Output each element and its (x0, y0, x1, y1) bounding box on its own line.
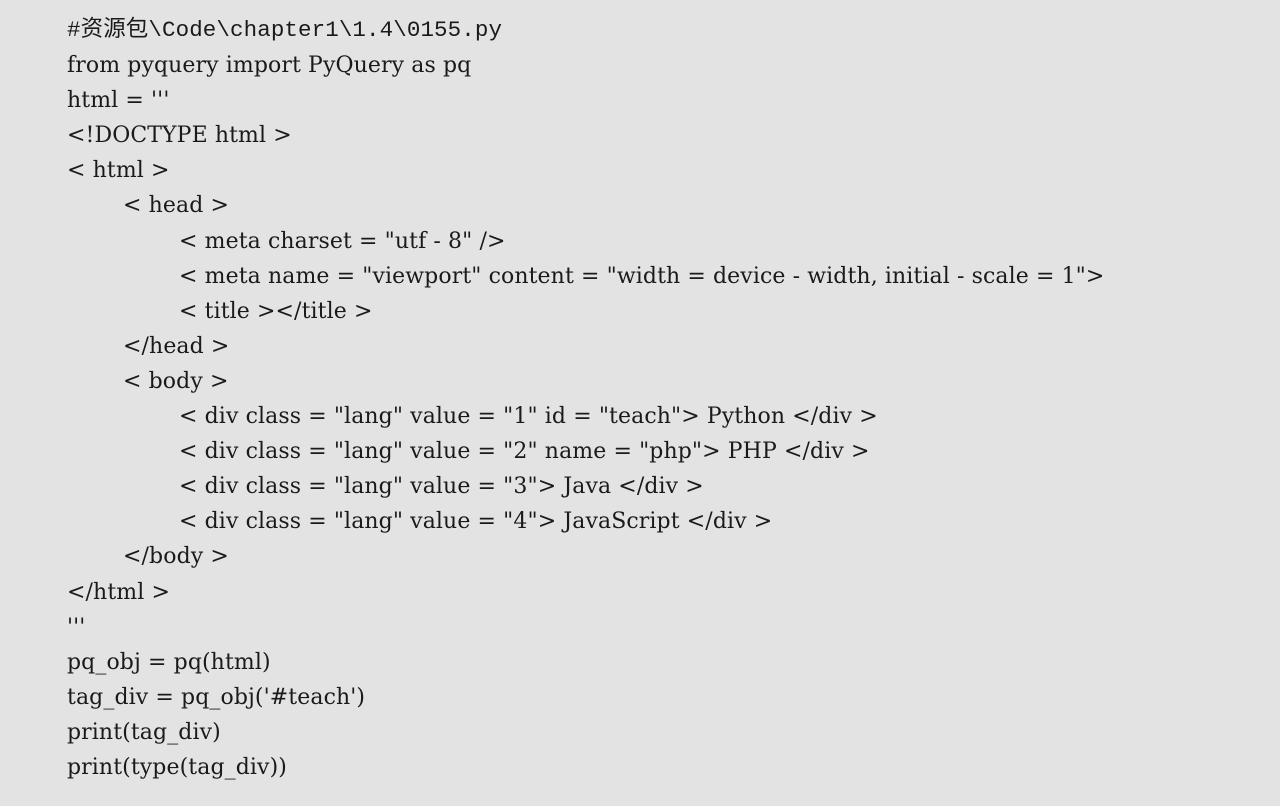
code-line-17: </html > (67, 579, 170, 605)
code-line-19: pq_obj = pq(html) (67, 649, 271, 675)
code-line-12: < div class = "lang" value = "1" id = "t… (179, 404, 878, 430)
code-line-6: < head > (123, 193, 230, 219)
code-line-16: </body > (123, 544, 229, 570)
code-line-11: < body > (123, 368, 229, 394)
code-line-4: <!DOCTYPE html > (67, 123, 292, 149)
code-line-20: tag_div = pq_obj('#teach') (67, 684, 366, 710)
code-line-3: html = ''' (67, 88, 170, 114)
code-line-2: from pyquery import PyQuery as pq (67, 53, 472, 79)
code-line-1: #资源包\Code\chapter1\1.4\0155.py (67, 17, 503, 43)
code-lines: #资源包\Code\chapter1\1.4\0155.py from pyqu… (67, 13, 1104, 785)
code-line-15: < div class = "lang" value = "4"> JavaSc… (179, 509, 773, 535)
code-line-13: < div class = "lang" value = "2" name = … (179, 439, 870, 465)
code-line-5: < html > (67, 158, 170, 184)
code-line-22: print(type(tag_div)) (67, 754, 287, 780)
code-line-14: < div class = "lang" value = "3"> Java <… (179, 474, 704, 500)
code-line-18: ''' (67, 614, 86, 640)
code-line-9: < title ></title > (179, 298, 373, 324)
code-line-21: print(tag_div) (67, 719, 221, 745)
code-line-10: </head > (123, 333, 230, 359)
code-line-7: < meta charset = "utf - 8" /> (179, 228, 506, 254)
code-line-8: < meta name = "viewport" content = "widt… (179, 263, 1105, 289)
